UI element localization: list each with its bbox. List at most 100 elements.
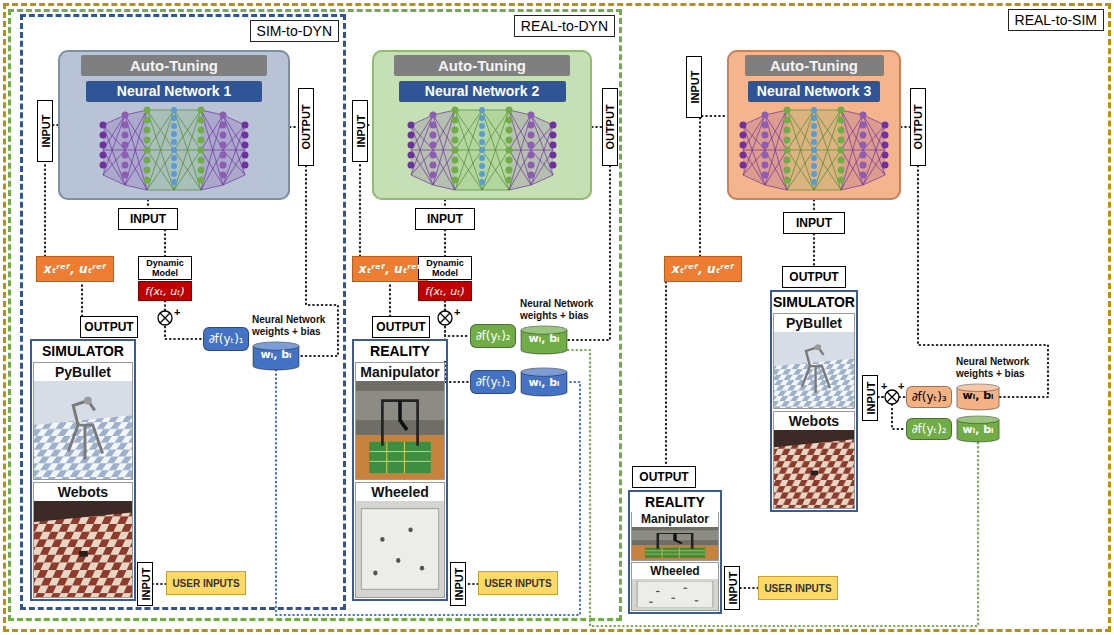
dotted-connector [44,162,46,256]
port-tag: OUTPUT [372,316,430,338]
port-label: OUTPUT [84,320,133,334]
label-anchor: + [881,376,887,394]
dashed-region: REAL-to-SIMREAL-to-DYNSIM-to-DYNAuto-Tun… [3,3,1111,632]
auto-tuning-network-box: Auto-TuningNeural Network 2 [372,50,592,200]
system-title: REALITY [630,492,720,512]
port-tag: INPUT [37,100,53,162]
model-function-box: f(xₜ, uₜ) [418,281,472,301]
port-tag: OUTPUT [782,266,846,288]
port-label: INPUT [130,212,166,226]
weights-caption: Neural Network weights + bias [956,356,1036,382]
port-tag: OUTPUT [910,88,926,166]
label-anchor: + [898,376,904,394]
network-title: Neural Network 3 [748,81,880,102]
platform-label: Manipulator [356,363,444,381]
dotted-connector [466,583,478,585]
port-tag: INPUT [137,562,153,606]
system-title: SIMULATOR [772,292,856,312]
port-label: INPUT [688,71,700,104]
port-tag: OUTPUT [602,88,618,166]
port-label: INPUT [452,568,464,601]
port-tag: INPUT [352,100,368,162]
platform-panel: Wheeled [355,482,445,598]
gradient-box: ∂f(yₜ)₁ [203,327,249,351]
platform-panel: Webots [773,411,855,509]
weights-value: wᵢ, bᵢ [956,384,1000,408]
sign-label: + [174,306,180,318]
weights-value: wᵢ, bᵢ [252,342,300,368]
dotted-connector [813,200,815,212]
dotted-connector [813,234,815,266]
model-function: f(xₜ, uₜ) [145,285,184,298]
dotted-connector [153,583,166,585]
dotted-connector [444,230,446,256]
platform-label: PyBullet [34,363,132,381]
weights-cylinder: Neural Network weights + biaswᵢ, bᵢ [520,326,568,354]
auto-tuning-network-box: Auto-TuningNeural Network 3 [727,50,901,200]
region-title: REAL-to-SIM [1008,9,1104,31]
network-title: Neural Network 2 [399,81,566,102]
port-label: OUTPUT [376,320,425,334]
model-function: f(xₜ, uₜ) [425,285,464,298]
region-title: REAL-to-DYN [514,15,615,37]
port-label: INPUT [427,212,463,226]
model-label: Dynamic Model [419,258,471,278]
label-anchor: + [174,302,180,320]
system-box: REALITY ManipulatorWheeled [352,339,448,601]
weights-cylinder: wᵢ, bᵢ [956,416,1000,442]
system-box: SIMULATOR PyBulletWebots [30,339,136,601]
model-label: Dynamic Model [139,258,191,278]
port-label: INPUT [864,382,876,415]
platform-panel: Manipulator [631,510,719,561]
platform-panel: Wheeled [631,562,719,611]
dotted-connector [290,126,298,128]
dotted-connector [164,230,166,256]
gradient-label: ∂f(yₜ)₁ [475,375,510,389]
dotted-connector [276,370,580,615]
platform-label: Wheeled [356,483,444,501]
port-label: INPUT [39,115,51,148]
gradient-box: ∂f(yₜ)₃ [906,386,952,408]
dotted-connector [147,200,149,208]
sign-label: + [898,380,904,392]
weights-cylinder: Neural Network weights + biaswᵢ, bᵢ [252,342,300,370]
platform-panel: Manipulator [355,362,445,480]
weights-caption: Neural Network weights + bias [520,298,600,324]
reference-box: xₜʳᵉᶠ, uₜʳᵉᶠ [352,256,428,282]
tuning-bar: Auto-Tuning [745,55,884,76]
platform-label: Webots [34,483,132,501]
reference-text: xₜʳᵉᶠ, uₜʳᵉᶠ [359,262,421,276]
label-anchor: + [454,302,460,320]
sign-label: + [454,306,460,318]
port-tag: INPUT [118,208,178,230]
port-tag: OUTPUT [632,466,696,488]
system-title: REALITY [354,341,446,361]
dotted-connector [918,166,1048,397]
dotted-connector [81,282,83,316]
weights-cylinder: Neural Network weights + biaswᵢ, bᵢ [956,384,1000,410]
port-label: OUTPUT [604,104,616,149]
user-input-label: USER INPUTS [172,578,239,589]
dotted-connector [702,115,727,117]
region-title: SIM-to-DYN [250,20,339,42]
dotted-connector [901,126,910,128]
port-tag: INPUT [783,212,845,234]
dashed-region: SIM-to-DYNAuto-TuningNeural Network 1INP… [20,14,346,610]
user-input-box: USER INPUTS [478,571,558,595]
user-input-label: USER INPUTS [484,578,551,589]
port-label: INPUT [726,572,738,605]
port-tag: OUTPUT [80,316,138,338]
platform-label: Manipulator [632,511,718,527]
gradient-label: ∂f(yₜ)₂ [475,329,510,343]
gradient-label: ∂f(yₜ)₃ [911,390,946,404]
platform-label: PyBullet [774,314,854,332]
port-tag: INPUT [724,566,740,610]
reference-box: xₜʳᵉᶠ, uₜʳᵉᶠ [36,256,114,282]
dotted-connector [359,162,361,256]
model-function-box: f(xₜ, uₜ) [138,281,192,301]
platform-panel: PyBullet [33,362,133,480]
system-box: SIMULATOR PyBulletWebots [770,290,858,512]
model-label-box: Dynamic Model [138,256,192,280]
system-title: SIMULATOR [32,341,134,361]
